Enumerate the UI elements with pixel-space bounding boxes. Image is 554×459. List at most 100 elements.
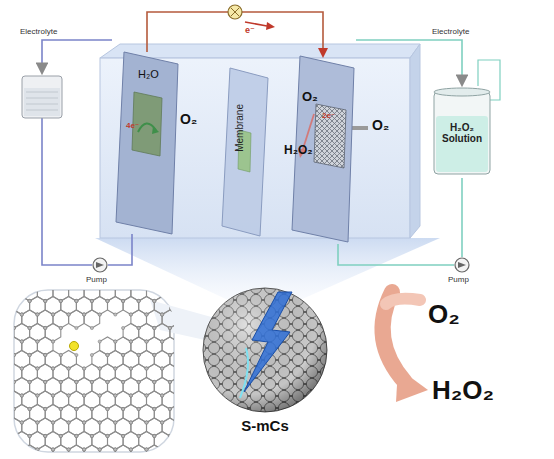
carbon-atom — [28, 299, 31, 302]
carbon-ring — [84, 310, 100, 328]
carbon-atom — [168, 434, 171, 437]
carbon-ring — [14, 432, 30, 450]
carbon-atom — [106, 380, 109, 383]
carbon-atom — [153, 299, 156, 302]
carbon-atom — [59, 434, 62, 437]
carbon-ring — [115, 445, 131, 452]
carbon-atom — [44, 299, 47, 302]
carbon-atom — [106, 299, 109, 302]
carbon-atom — [51, 448, 54, 451]
carbon-atom — [168, 407, 171, 410]
carbon-atom — [36, 313, 39, 316]
cell-component: Membrane — [222, 68, 268, 236]
figure-label: O₂ — [372, 118, 389, 133]
carbon-atom — [114, 313, 117, 316]
carbon-atom — [59, 353, 62, 356]
carbon-ring — [69, 445, 85, 452]
carbon-atom — [83, 367, 86, 370]
carbon-atom — [161, 394, 164, 397]
carbon-atom — [20, 313, 23, 316]
carbon-atom — [36, 313, 39, 316]
carbon-atom — [44, 326, 47, 329]
figure-label: O₂ — [428, 300, 460, 329]
carbon-atom — [75, 407, 78, 410]
carbon-atom — [75, 434, 78, 437]
carbon-atom — [51, 421, 54, 424]
carbon-ring — [14, 445, 22, 452]
carbon-atom — [106, 380, 109, 383]
carbon-atom — [137, 434, 140, 437]
carbon-atom — [75, 380, 78, 383]
carbon-atom — [20, 340, 23, 343]
carbon-atom — [28, 407, 31, 410]
cell-component: H₂O4e⁻O₂ — [116, 52, 178, 234]
carbon-atom — [114, 340, 117, 343]
carbon-atom — [98, 340, 101, 343]
carbon-atom — [90, 380, 93, 383]
carbon-atom — [83, 394, 86, 397]
carbon-atom — [137, 326, 140, 329]
carbon-atom — [44, 380, 47, 383]
carbon-atom — [114, 448, 117, 451]
carbon-atom — [137, 353, 140, 356]
carbon-atom — [145, 367, 148, 370]
carbon-atom — [106, 299, 109, 302]
carbon-atom — [98, 448, 101, 451]
component-label: O₂ — [180, 112, 197, 127]
carbon-atom — [122, 299, 125, 302]
carbon-atom — [20, 340, 23, 343]
carbon-atom — [83, 394, 86, 397]
carbon-ring — [53, 445, 69, 452]
carbon-atom — [153, 326, 156, 329]
carbon-atom — [44, 326, 47, 329]
carbon-atom — [106, 407, 109, 410]
carbon-atom — [90, 434, 93, 437]
carbon-atom — [59, 380, 62, 383]
carbon-atom — [114, 421, 117, 424]
carbon-atom — [161, 340, 164, 343]
carbon-atom — [67, 394, 70, 397]
carbon-atom — [59, 407, 62, 410]
carbon-atom — [36, 340, 39, 343]
carbon-atom — [28, 380, 31, 383]
electrolyte-pipe — [42, 118, 92, 265]
carbon-atom — [59, 353, 62, 356]
carbon-atom — [14, 326, 16, 329]
carbon-ring — [162, 391, 174, 409]
carbon-atom — [28, 353, 31, 356]
carbon-atom — [83, 448, 86, 451]
carbon-atom — [36, 367, 39, 370]
carbon-atom — [137, 434, 140, 437]
carbon-atom — [36, 421, 39, 424]
carbon-atom — [122, 299, 125, 302]
carbon-atom — [44, 434, 47, 437]
carbon-atom — [51, 448, 54, 451]
carbon-atom — [161, 367, 164, 370]
carbon-atom — [137, 380, 140, 383]
component-label: S-mCs — [200, 418, 330, 435]
carbon-atom — [145, 448, 148, 451]
carbon-atom — [28, 380, 31, 383]
carbon-ring — [162, 310, 174, 328]
carbon-atom — [153, 353, 156, 356]
carbon-atom — [98, 394, 101, 397]
carbon-atom — [90, 434, 93, 437]
carbon-atom — [114, 421, 117, 424]
carbon-atom — [122, 380, 125, 383]
carbon-atom — [137, 326, 140, 329]
carbon-atom — [28, 434, 31, 437]
carbon-atom — [59, 326, 62, 329]
carbon-atom — [67, 313, 70, 316]
carbon-atom — [59, 434, 62, 437]
carbon-atom — [129, 340, 132, 343]
carbon-atom — [90, 407, 93, 410]
carbon-atom — [36, 313, 39, 316]
gas-inlet — [352, 126, 368, 130]
carbon-atom — [44, 434, 47, 437]
carbon-atom — [75, 299, 78, 302]
carbon-atom — [106, 434, 109, 437]
carbon-atom — [51, 394, 54, 397]
carbon-atom — [161, 313, 164, 316]
carbon-atom — [83, 313, 86, 316]
carbon-atom — [59, 299, 62, 302]
